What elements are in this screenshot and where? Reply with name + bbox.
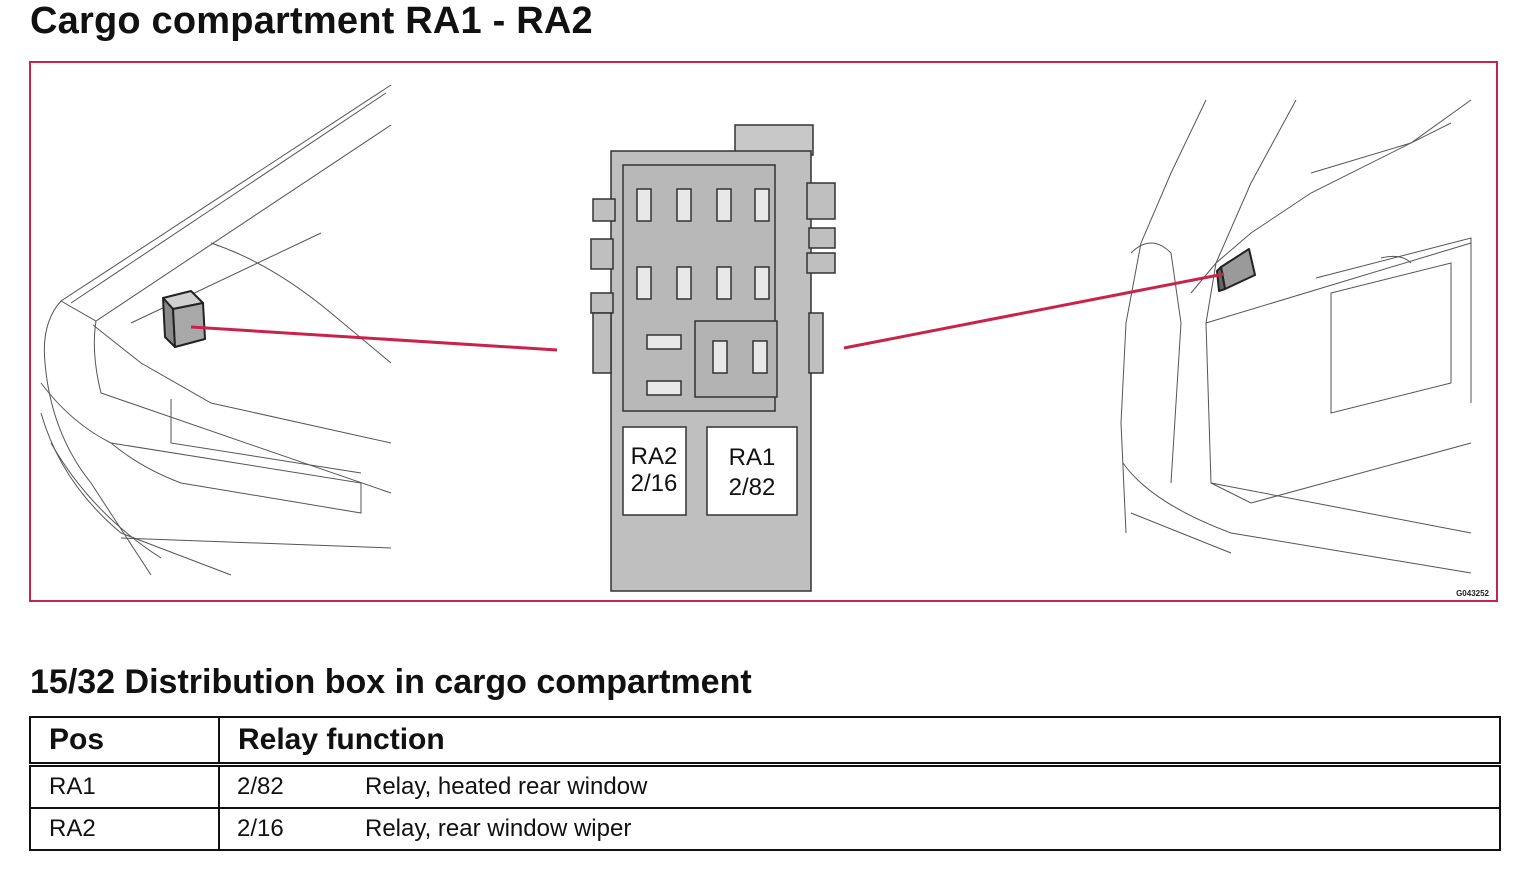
location-diagram: RA2 2/16 RA1 2/82 G043252 bbox=[29, 61, 1498, 602]
ra1-pos-label: RA1 bbox=[729, 444, 776, 471]
cell-function-text: Relay, heated rear window bbox=[365, 773, 648, 800]
ra1-code-label: 2/82 bbox=[729, 474, 776, 501]
cell-function-text: Relay, rear window wiper bbox=[365, 815, 632, 842]
section-title: 15/32 Distribution box in cargo compartm… bbox=[30, 663, 752, 701]
distribution-box bbox=[590, 124, 836, 592]
cell-relay-function: 2/16 Relay, rear window wiper bbox=[218, 807, 1500, 850]
cell-relay-function: 2/82 Relay, heated rear window bbox=[218, 763, 1500, 808]
right-relay-block bbox=[1216, 248, 1256, 292]
ra2-code-label: 2/16 bbox=[631, 470, 678, 497]
cell-code: 2/16 bbox=[237, 815, 284, 842]
figure-code: G043252 bbox=[1456, 589, 1489, 598]
table-row: RA2 2/16 Relay, rear window wiper bbox=[30, 807, 1500, 850]
right-leader-line bbox=[843, 272, 1225, 350]
diagram-drawing: RA2 2/16 RA1 2/82 bbox=[40, 84, 1472, 592]
table-row: RA1 2/82 Relay, heated rear window bbox=[30, 763, 1500, 808]
cell-code: 2/82 bbox=[237, 773, 284, 800]
header-pos: Pos bbox=[30, 717, 219, 767]
ra2-pos-label: RA2 bbox=[631, 443, 678, 470]
table-header-row: Pos Relay function bbox=[30, 717, 1500, 767]
cell-pos: RA1 bbox=[30, 763, 219, 808]
right-car-illustration bbox=[1120, 99, 1472, 574]
relay-table: Pos Relay function RA1 2/82 Relay, heated… bbox=[29, 716, 1501, 851]
header-relay-function: Relay function bbox=[218, 717, 1500, 767]
cell-pos: RA2 bbox=[30, 807, 219, 850]
page-title: Cargo compartment RA1 - RA2 bbox=[30, 0, 593, 42]
left-leader-line bbox=[190, 325, 558, 352]
left-relay-block bbox=[162, 290, 206, 348]
